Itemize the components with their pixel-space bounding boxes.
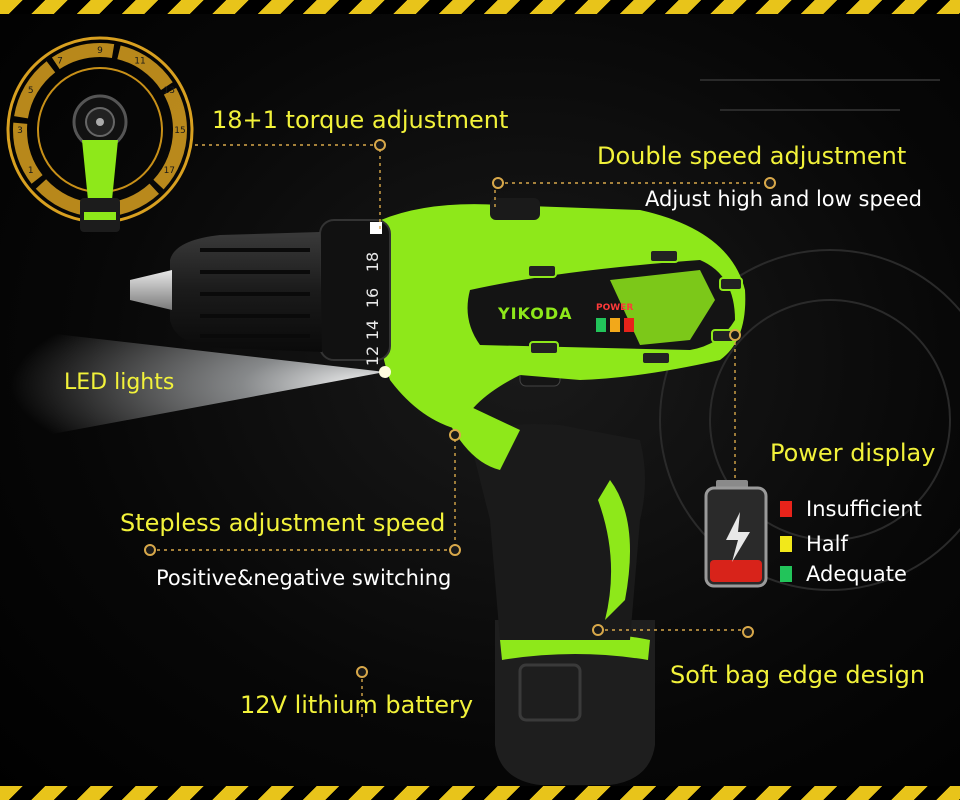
collar-number: 14 [363,320,382,340]
legend-row-adequate: Adequate [780,562,907,586]
dial-number: 3 [17,126,23,136]
drill-body [370,198,746,430]
legend-label: Half [806,532,848,556]
collar-number: 16 [363,288,382,308]
double-speed-label: Double speed adjustment [597,142,907,170]
dial-number: 17 [164,166,175,176]
stepless-sublabel: Positive&negative switching [156,566,452,590]
power-display-label: Power display [770,439,936,467]
dial-number: 11 [134,57,145,67]
torque-label: 18+1 torque adjustment [212,106,509,134]
background-decor [659,79,960,591]
dial-number: 13 [164,86,175,96]
dial-number: 5 [28,86,34,96]
soft-bag-label: Soft bag edge design [670,661,926,689]
brand-logo: YIKODA [498,304,573,323]
legend-label: Insufficient [806,497,922,521]
drill-chuck [130,232,322,352]
led-beam [10,330,385,440]
legend-swatch-green [780,566,792,582]
legend-swatch-red [780,501,792,517]
power-tag: POWER [596,303,634,313]
dial-number: 9 [97,46,103,56]
collar-number: 18 [363,252,382,272]
torque-collar: 18 16 14 12 [319,219,391,366]
legend-swatch-yellow [780,536,792,552]
legend-row-half: Half [780,532,848,556]
dial-number: 1 [28,166,34,176]
top-hazard-stripe [0,0,960,14]
legend-label: Adequate [806,562,907,586]
double-speed-sublabel: Adjust high and low speed [645,187,922,211]
stepless-label: Stepless adjustment speed [120,509,446,537]
battery-label: 12V lithium battery [240,691,474,719]
bottom-hazard-stripe [0,786,960,800]
battery-pack [495,620,655,785]
collar-number: 12 [363,346,382,366]
callout-dots [144,139,776,678]
dial-number: 7 [57,57,63,67]
led-label: LED lights [64,370,175,395]
legend-row-insufficient: Insufficient [780,497,922,521]
dial-number: 15 [174,126,185,136]
battery-level-icon [704,480,768,588]
